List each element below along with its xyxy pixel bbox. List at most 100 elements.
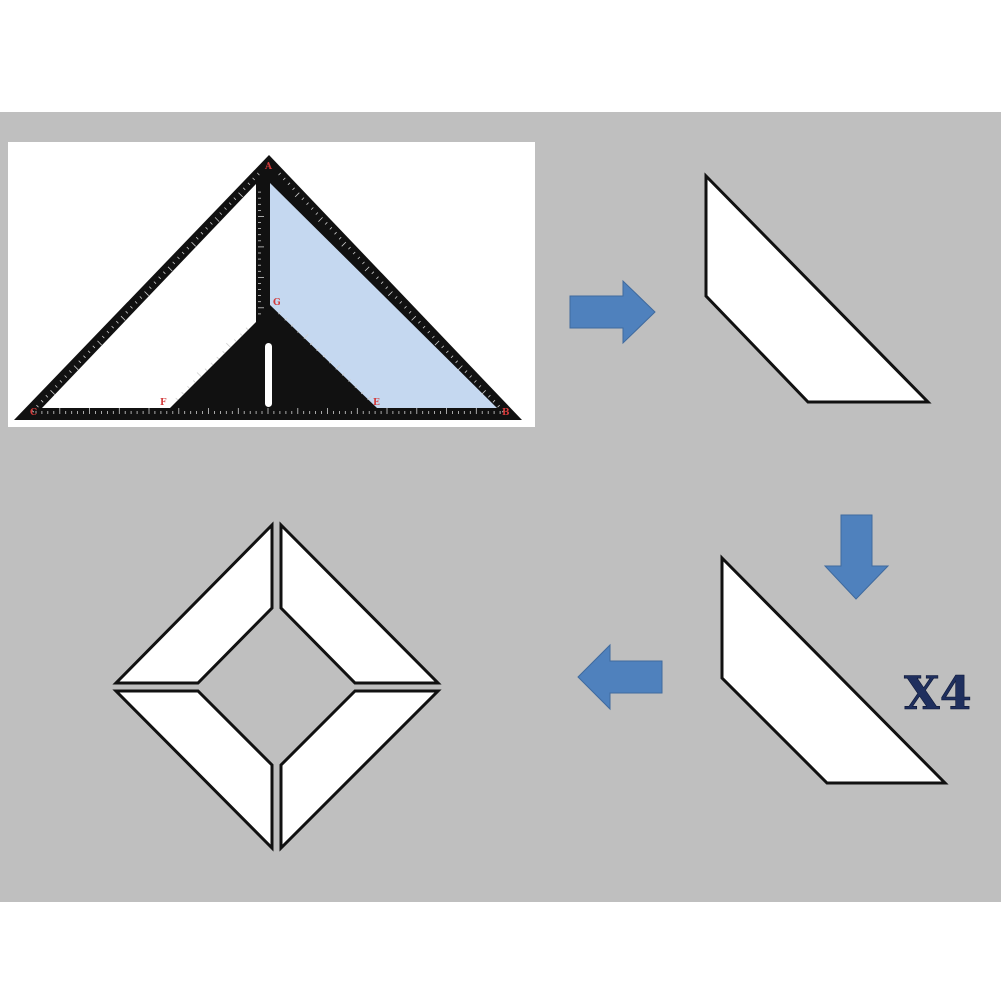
assembled-frame bbox=[112, 521, 442, 852]
ruler-tick bbox=[329, 360, 332, 364]
ruler-tick bbox=[282, 177, 286, 181]
ruler-tick bbox=[92, 345, 96, 349]
ruler-tick bbox=[181, 251, 185, 255]
ruler-tick bbox=[310, 342, 313, 346]
ruler-tick bbox=[191, 241, 196, 247]
arrow-right-icon bbox=[569, 279, 656, 345]
ruler-tick bbox=[130, 306, 133, 309]
ruler-tick bbox=[50, 390, 55, 395]
ruler-tick bbox=[297, 330, 300, 333]
multiplier-label: X4 bbox=[904, 666, 972, 720]
ruler-tick bbox=[78, 360, 82, 364]
ruler-tick bbox=[224, 207, 227, 210]
ruler-tick bbox=[73, 365, 79, 371]
ruler-tick bbox=[228, 202, 232, 205]
arrow-left-icon bbox=[577, 643, 663, 711]
ruler-tick bbox=[87, 350, 91, 354]
ruler-tick bbox=[364, 266, 370, 272]
ruler-tick bbox=[238, 192, 243, 198]
frame-piece-bottom-left bbox=[112, 689, 274, 852]
ruler-tick bbox=[172, 261, 176, 265]
ruler-tick bbox=[492, 399, 496, 403]
ruler-tick bbox=[193, 380, 196, 383]
ruler-tick bbox=[394, 296, 398, 299]
ruler-tick bbox=[411, 315, 417, 321]
point-label-e: E bbox=[373, 398, 380, 408]
ruler-tick bbox=[54, 385, 58, 388]
ruler-tick bbox=[205, 227, 208, 230]
ruler-tick bbox=[167, 266, 173, 272]
ruler-tick bbox=[341, 373, 345, 376]
ruler-tick bbox=[116, 320, 119, 324]
ruler-tick bbox=[341, 241, 347, 247]
ruler-tick bbox=[404, 306, 407, 309]
ruler-tick bbox=[422, 325, 426, 329]
ruler-tick bbox=[362, 261, 365, 265]
ruler-tick bbox=[501, 409, 505, 413]
cut-piece-copy bbox=[720, 554, 949, 785]
ruler-tick bbox=[204, 368, 208, 372]
ruler-tick bbox=[446, 350, 449, 354]
ruler-tick bbox=[239, 333, 243, 336]
ruler-tick bbox=[284, 317, 288, 321]
ruler-tick bbox=[324, 222, 328, 225]
ruler-tick bbox=[247, 182, 251, 186]
ruler-tick bbox=[306, 202, 309, 205]
ruler-tick bbox=[334, 231, 337, 235]
ruler-tick bbox=[45, 394, 49, 398]
ruler-tick bbox=[292, 187, 295, 191]
ruler-tick bbox=[233, 197, 237, 201]
ruler-tick bbox=[214, 217, 220, 222]
ruler-tick bbox=[210, 222, 213, 225]
ruler-tick bbox=[408, 311, 412, 314]
ruler-tick bbox=[310, 207, 314, 210]
ruler-tick bbox=[219, 212, 223, 215]
ruler-tick bbox=[153, 281, 157, 284]
point-label-c: C bbox=[30, 408, 37, 418]
ruler-tick bbox=[290, 324, 294, 327]
ruler-tick bbox=[242, 187, 246, 191]
ruler-tick bbox=[303, 334, 309, 339]
ruler-tick bbox=[301, 197, 305, 201]
ruler-tick bbox=[148, 286, 152, 289]
ruler-tick bbox=[361, 391, 364, 395]
ruler-tick bbox=[59, 380, 63, 383]
ruler-tick bbox=[216, 356, 220, 360]
ruler-tick bbox=[376, 276, 379, 280]
ruler-tick bbox=[316, 348, 319, 352]
frame-piece-top-right bbox=[279, 521, 442, 685]
ruler-tick bbox=[388, 291, 393, 296]
cut-piece bbox=[704, 172, 932, 404]
ruler-tick bbox=[125, 311, 129, 314]
ruler-tick bbox=[111, 325, 114, 329]
ruler-tick bbox=[31, 409, 35, 413]
ruler-tick bbox=[450, 355, 454, 359]
ruler-tick bbox=[455, 360, 458, 364]
ruler-tick bbox=[385, 286, 389, 289]
ruler-tick bbox=[257, 172, 260, 176]
ruler-tick bbox=[469, 375, 472, 378]
ruler-tick bbox=[134, 301, 138, 304]
ruler-tick bbox=[474, 380, 477, 383]
ruler-tick bbox=[497, 404, 500, 408]
point-label-b: B bbox=[502, 408, 510, 418]
ruler-window-left bbox=[42, 184, 256, 408]
ruler-tick bbox=[83, 355, 86, 359]
ruler-tick bbox=[252, 177, 255, 181]
ruler-tick bbox=[371, 271, 375, 275]
ruler-tick bbox=[69, 370, 72, 373]
ruler-tick bbox=[418, 320, 421, 324]
ruler-tick bbox=[245, 327, 249, 331]
point-label-a: A bbox=[264, 162, 273, 172]
ruler-tick bbox=[196, 372, 202, 377]
point-label-f: F bbox=[160, 398, 167, 408]
ruler-tick bbox=[348, 379, 351, 382]
ruler-tick bbox=[234, 339, 237, 342]
ruler-tick bbox=[97, 340, 102, 346]
arrow-down-icon bbox=[823, 514, 890, 600]
ruler-tick bbox=[322, 354, 326, 358]
ruler-tick bbox=[158, 276, 161, 280]
ruler-tick bbox=[399, 301, 403, 304]
ruler-tick bbox=[432, 335, 435, 339]
